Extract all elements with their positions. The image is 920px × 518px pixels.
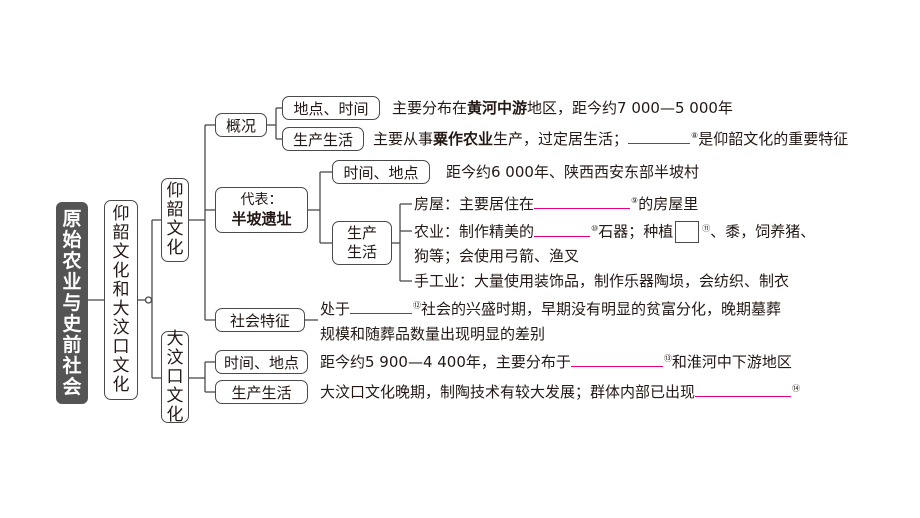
craft-text: 手工业：大量使用装饰品，制作乐器陶埙，会纺织、制衣 <box>414 272 790 290</box>
blank-10[interactable] <box>534 222 591 237</box>
society-text-line2: 规模和随葬品数量出现明显的差别 <box>320 325 546 343</box>
main-branch-box: 仰韶文化和大汶口文化 <box>104 200 138 400</box>
blank-13[interactable] <box>570 352 663 367</box>
blank-9[interactable] <box>534 194 631 209</box>
blank-8[interactable] <box>628 129 691 144</box>
dawenkou-box: 大汶口文化 <box>161 329 189 424</box>
agriculture-text-line2: 狗等；会使用弓箭、渔叉 <box>414 247 580 265</box>
blank-12[interactable] <box>350 299 413 314</box>
diagram-title: 原始农业与史前社会 <box>56 202 88 404</box>
location-time-box: 地点、时间 <box>282 96 380 120</box>
production-text: 主要从事粟作农业生产，过定居生活；⑧是仰韶文化的重要特征 <box>373 129 849 148</box>
blank-14[interactable] <box>695 382 792 397</box>
gaikuang-box: 概况 <box>215 113 267 137</box>
dawenkou-production-box: 生产生活 <box>215 380 308 404</box>
banpo-time-place-box: 时间、地点 <box>332 160 430 184</box>
blank-11[interactable] <box>675 221 700 243</box>
banpo-life-box: 生产生活 <box>332 221 392 265</box>
dawenkou-time-place-box: 时间、地点 <box>215 350 308 374</box>
representative-box: 代表： 半坡遗址 <box>215 187 308 233</box>
location-time-text: 主要分布在黄河中游地区，距今约7 000—5 000年 <box>392 99 733 117</box>
banpo-time-place-text: 距今约6 000年、陕西西安东部半坡村 <box>446 163 699 181</box>
society-box: 社会特征 <box>215 308 305 332</box>
production-box: 生产生活 <box>282 127 364 151</box>
yangshao-box: 仰韶文化 <box>161 178 189 262</box>
